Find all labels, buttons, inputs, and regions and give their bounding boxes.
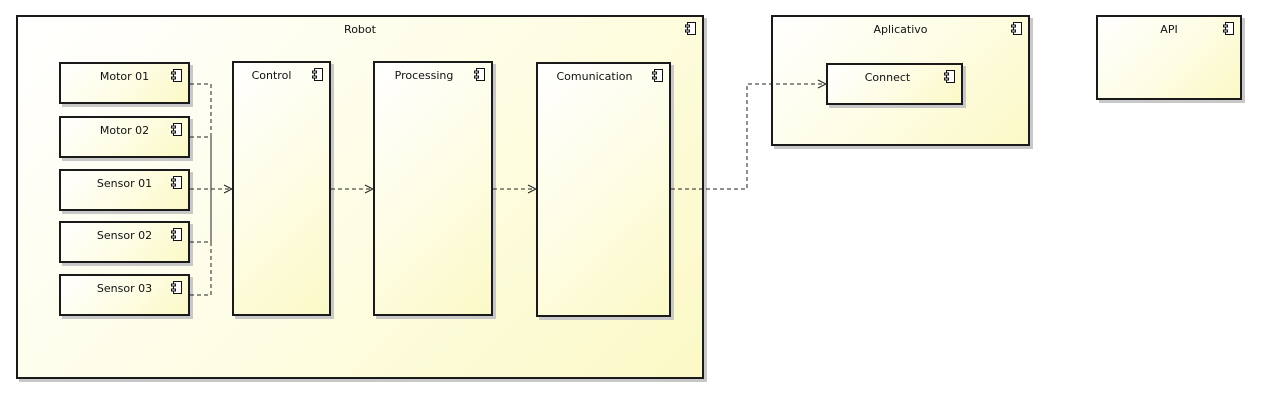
component-icon [171,281,182,294]
api-package[interactable]: API [1096,15,1242,100]
component-icon [652,69,663,82]
component-icon [1223,22,1234,35]
sensor-01-label: Sensor 01 [96,177,153,190]
connect-label: Connect [864,71,911,84]
component-icon [685,22,696,35]
component-icon [171,123,182,136]
component-icon [474,68,485,81]
component-icon [171,228,182,241]
control-component[interactable]: Control [232,61,331,316]
component-icon [171,176,182,189]
api-package-title: API [1160,23,1178,36]
sensor-01-component[interactable]: Sensor 01 [59,169,190,211]
connect-component[interactable]: Connect [826,63,963,105]
sensor-03-component[interactable]: Sensor 03 [59,274,190,316]
motor-01-label: Motor 01 [99,70,150,83]
comunication-label: Comunication [556,70,633,83]
sensor-02-component[interactable]: Sensor 02 [59,221,190,263]
processing-label: Processing [394,69,454,82]
edge-sensor03-control [190,189,212,296]
component-icon [312,68,323,81]
robot-package-title: Robot [344,23,376,36]
edge-comunication-connect [671,84,826,190]
component-icon [944,70,955,83]
motor-02-label: Motor 02 [99,124,150,137]
comunication-component[interactable]: Comunication [536,62,671,317]
sensor-02-label: Sensor 02 [96,229,153,242]
motor-02-component[interactable]: Motor 02 [59,116,190,158]
motor-01-component[interactable]: Motor 01 [59,62,190,104]
component-icon [171,69,182,82]
sensor-03-label: Sensor 03 [96,282,153,295]
aplicativo-package-title: Aplicativo [873,23,928,36]
control-label: Control [251,69,292,82]
processing-component[interactable]: Processing [373,61,493,316]
edge-sensor02-control [190,189,212,243]
edge-motor02-control [190,136,212,189]
component-icon [1011,22,1022,35]
